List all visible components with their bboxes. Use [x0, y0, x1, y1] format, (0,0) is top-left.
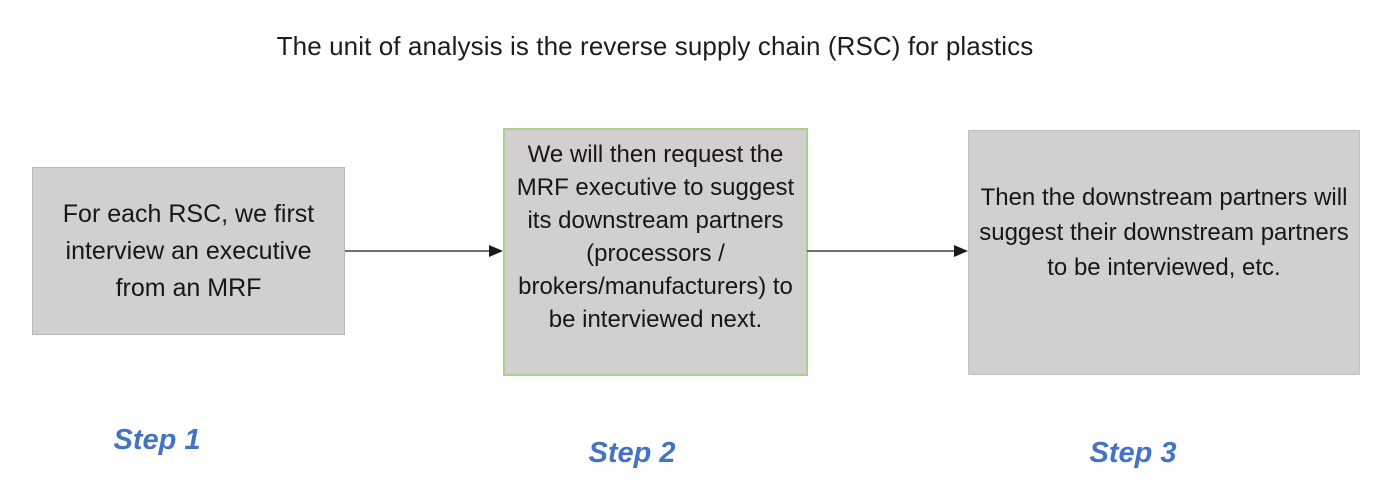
arrow-step2-to-step3-icon [807, 245, 968, 257]
step-2-box: We will then request the MRF executive t… [503, 128, 808, 376]
step-2-box-text: We will then request the MRF executive t… [516, 141, 795, 333]
step-1-box: For each RSC, we first interview an exec… [32, 167, 345, 335]
arrow-step1-to-step2-icon [345, 245, 503, 257]
step-3-box-text: Then the downstream partners will sugges… [979, 184, 1349, 281]
step-3-label: Step 3 [1089, 437, 1177, 469]
step-3-box: Then the downstream partners will sugges… [968, 130, 1360, 375]
diagram-title: The unit of analysis is the reverse supp… [276, 31, 1034, 61]
step-2-label: Step 2 [588, 437, 676, 469]
step-1-box-text: For each RSC, we first interview an exec… [62, 199, 315, 302]
step-1-label: Step 1 [113, 424, 201, 456]
